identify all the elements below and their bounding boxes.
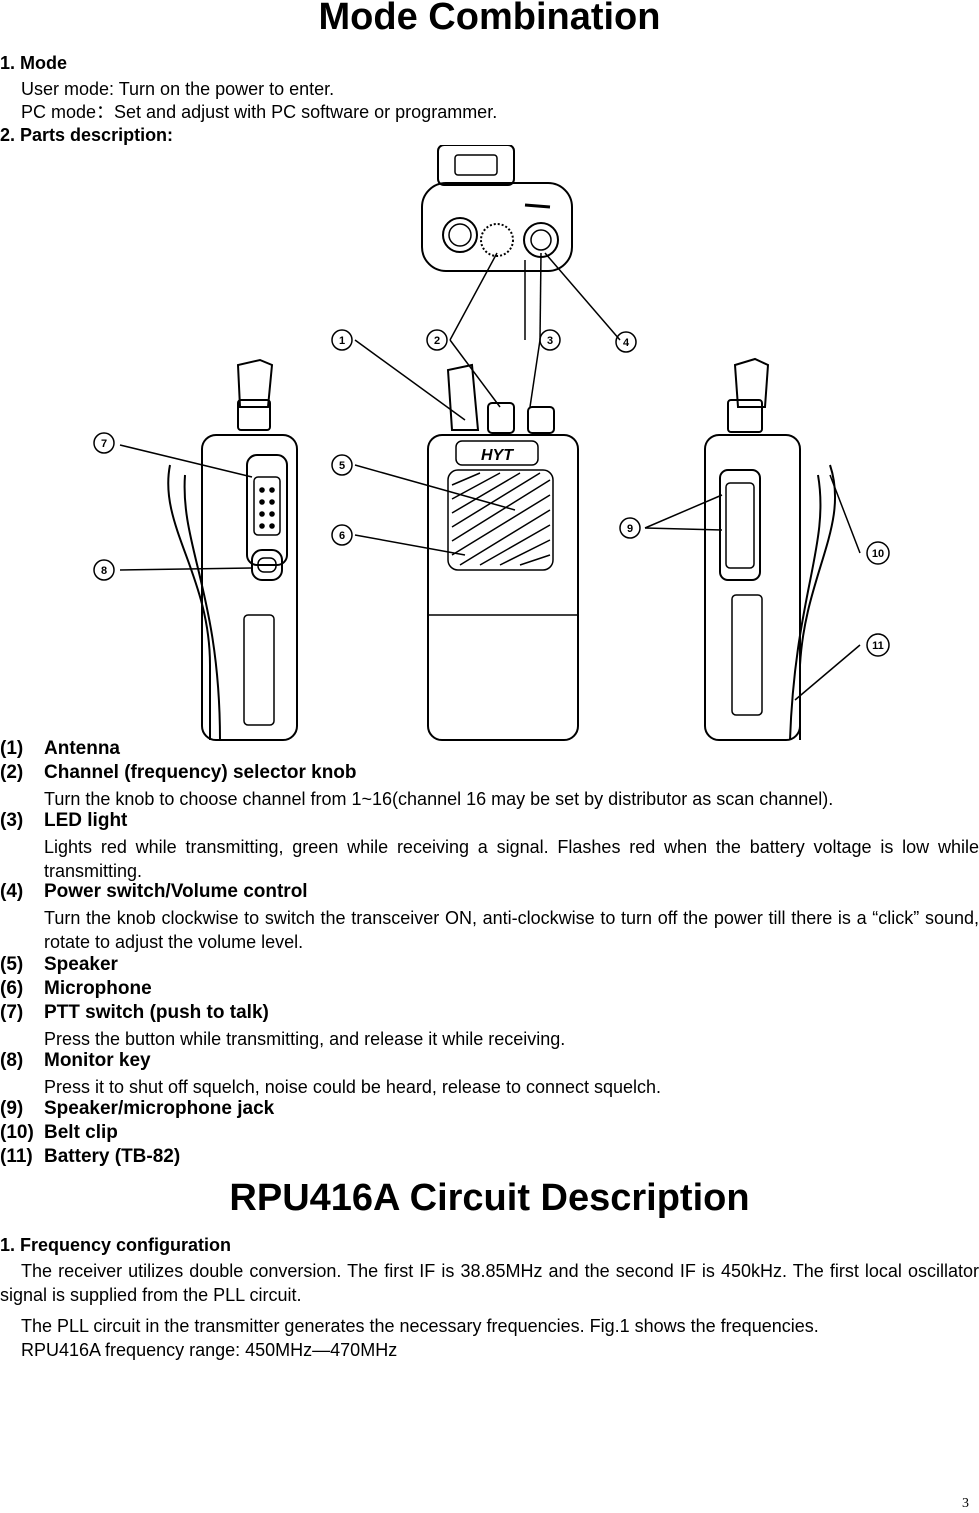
part-label-speaker: Speaker bbox=[44, 954, 118, 975]
part-num-4: (4) bbox=[0, 881, 24, 902]
svg-text:11: 11 bbox=[872, 640, 884, 652]
svg-text:7: 7 bbox=[101, 438, 107, 450]
svg-text:4: 4 bbox=[623, 337, 630, 349]
part-num-1: (1) bbox=[0, 738, 24, 759]
callout-8: 8 bbox=[93, 559, 115, 581]
callout-4: 4 bbox=[615, 331, 637, 353]
svg-text:6: 6 bbox=[339, 530, 345, 542]
svg-text:9: 9 bbox=[627, 523, 633, 535]
mode-line-user: User mode: Turn on the power to enter. bbox=[21, 79, 335, 99]
part-num-10: (10) bbox=[0, 1122, 34, 1143]
svg-text:10: 10 bbox=[872, 548, 884, 560]
svg-text:5: 5 bbox=[339, 460, 345, 472]
callouts: 1 2 3 4 5 6 7 8 9 10 11 bbox=[93, 329, 890, 657]
callout-9: 9 bbox=[619, 517, 641, 539]
part-num-3: (3) bbox=[0, 810, 24, 831]
part-num-6: (6) bbox=[0, 978, 24, 999]
mode-heading: 1. Mode bbox=[0, 53, 68, 73]
page-number: 3 bbox=[962, 1496, 969, 1511]
svg-text:2: 2 bbox=[434, 335, 440, 347]
part-label-mic-jack: Speaker/microphone jack bbox=[44, 1098, 275, 1119]
callout-lines bbox=[119, 252, 861, 701]
callout-3: 3 bbox=[539, 329, 561, 351]
part-label-battery: Battery (TB-82) bbox=[44, 1146, 181, 1167]
mode-line-pc: PC mode：Set and adjust with PC software … bbox=[21, 102, 498, 122]
callout-10: 10 bbox=[866, 541, 890, 565]
hyt-logo: HYT bbox=[481, 447, 514, 464]
callout-5: 5 bbox=[331, 454, 353, 476]
part-num-2: (2) bbox=[0, 762, 24, 783]
callout-2: 2 bbox=[426, 329, 448, 351]
radio-front-view: HYT bbox=[427, 363, 579, 741]
part-label-channel-knob: Channel (frequency) selector knob bbox=[44, 762, 357, 783]
callout-7: 7 bbox=[93, 432, 115, 454]
svg-text:3: 3 bbox=[547, 335, 553, 347]
circuit-title: RPU416A Circuit Description bbox=[229, 1177, 750, 1219]
part-label-microphone: Microphone bbox=[44, 978, 152, 999]
svg-text:1: 1 bbox=[339, 335, 345, 347]
part-num-11: (11) bbox=[0, 1146, 33, 1167]
svg-text:8: 8 bbox=[101, 565, 107, 577]
part-desc-ptt-switch: Press the button while transmitting, and… bbox=[44, 1029, 566, 1049]
part-desc-monitor-key: Press it to shut off squelch, noise coul… bbox=[44, 1077, 662, 1097]
part-num-8: (8) bbox=[0, 1050, 24, 1071]
part-label-belt-clip: Belt clip bbox=[44, 1122, 118, 1143]
part-label-monitor-key: Monitor key bbox=[44, 1050, 151, 1071]
page-title: Mode Combination bbox=[318, 0, 661, 38]
radio-left-side-view bbox=[167, 358, 298, 741]
part-label-antenna: Antenna bbox=[44, 738, 120, 759]
part-label-led-light: LED light bbox=[44, 810, 128, 831]
freq-range: RPU416A frequency range: 450MHz—470MHz bbox=[21, 1340, 398, 1360]
freq-heading: 1. Frequency configuration bbox=[0, 1235, 232, 1255]
part-desc-channel-knob: Turn the knob to choose channel from 1~1… bbox=[44, 789, 834, 809]
parts-heading: 2. Parts description: bbox=[0, 125, 174, 145]
callout-6: 6 bbox=[331, 524, 353, 546]
part-num-7: (7) bbox=[0, 1002, 24, 1023]
radio-parts-figure: HYT 1 2 3 4 5 6 bbox=[93, 145, 890, 741]
freq-para-2: The PLL circuit in the transmitter gener… bbox=[21, 1316, 819, 1336]
callout-11: 11 bbox=[866, 633, 890, 657]
part-desc-power-volume: Turn the knob clockwise to switch the tr… bbox=[44, 908, 979, 952]
callout-1: 1 bbox=[331, 329, 353, 351]
part-desc-led-light: Lights red while transmitting, green whi… bbox=[44, 837, 979, 881]
part-label-ptt-switch: PTT switch (push to talk) bbox=[44, 1002, 269, 1023]
part-num-9: (9) bbox=[0, 1098, 24, 1119]
freq-para-1: The receiver utilizes double conversion.… bbox=[0, 1261, 979, 1305]
part-num-5: (5) bbox=[0, 954, 24, 975]
radio-top-view bbox=[421, 145, 573, 272]
part-label-power-volume: Power switch/Volume control bbox=[44, 881, 308, 902]
